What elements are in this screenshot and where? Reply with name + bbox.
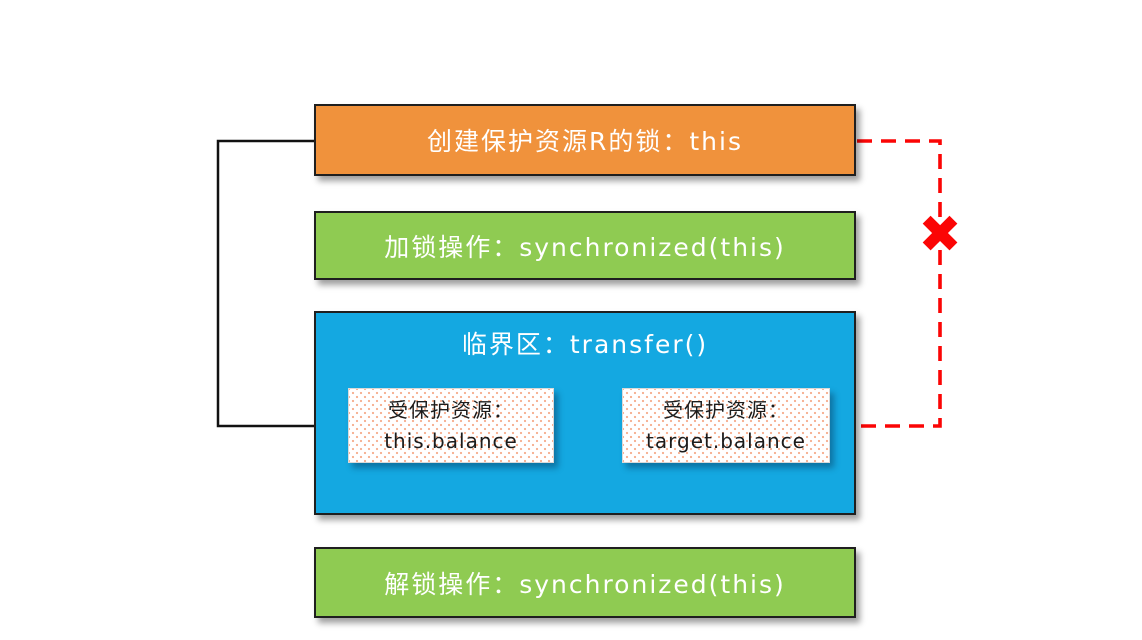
lock-operation-label: 加锁操作：synchronized(this) bbox=[384, 232, 786, 262]
lock-operation-box: 加锁操作：synchronized(this) bbox=[314, 211, 856, 280]
protected-resource-this-caption: 受保护资源： bbox=[388, 397, 514, 422]
protected-resource-target-value: target.balance bbox=[646, 428, 806, 453]
critical-section-title: 临界区：transfer() bbox=[461, 330, 709, 359]
create-lock-box: 创建保护资源R的锁：this bbox=[314, 104, 856, 176]
unlock-operation-label: 解锁操作：synchronized(this) bbox=[384, 569, 786, 599]
unlock-operation-box: 解锁操作：synchronized(this) bbox=[314, 547, 856, 618]
protected-resource-this-box: 受保护资源： this.balance bbox=[348, 388, 554, 463]
protected-resource-target-caption: 受保护资源： bbox=[663, 397, 789, 422]
protected-resource-this-value: this.balance bbox=[384, 428, 518, 453]
protected-resource-target-box: 受保护资源： target.balance bbox=[622, 388, 830, 463]
forbidden-x-icon: ✖ bbox=[918, 204, 962, 265]
forbidden-connector-line bbox=[848, 139, 942, 428]
create-lock-label: 创建保护资源R的锁：this bbox=[427, 127, 743, 156]
